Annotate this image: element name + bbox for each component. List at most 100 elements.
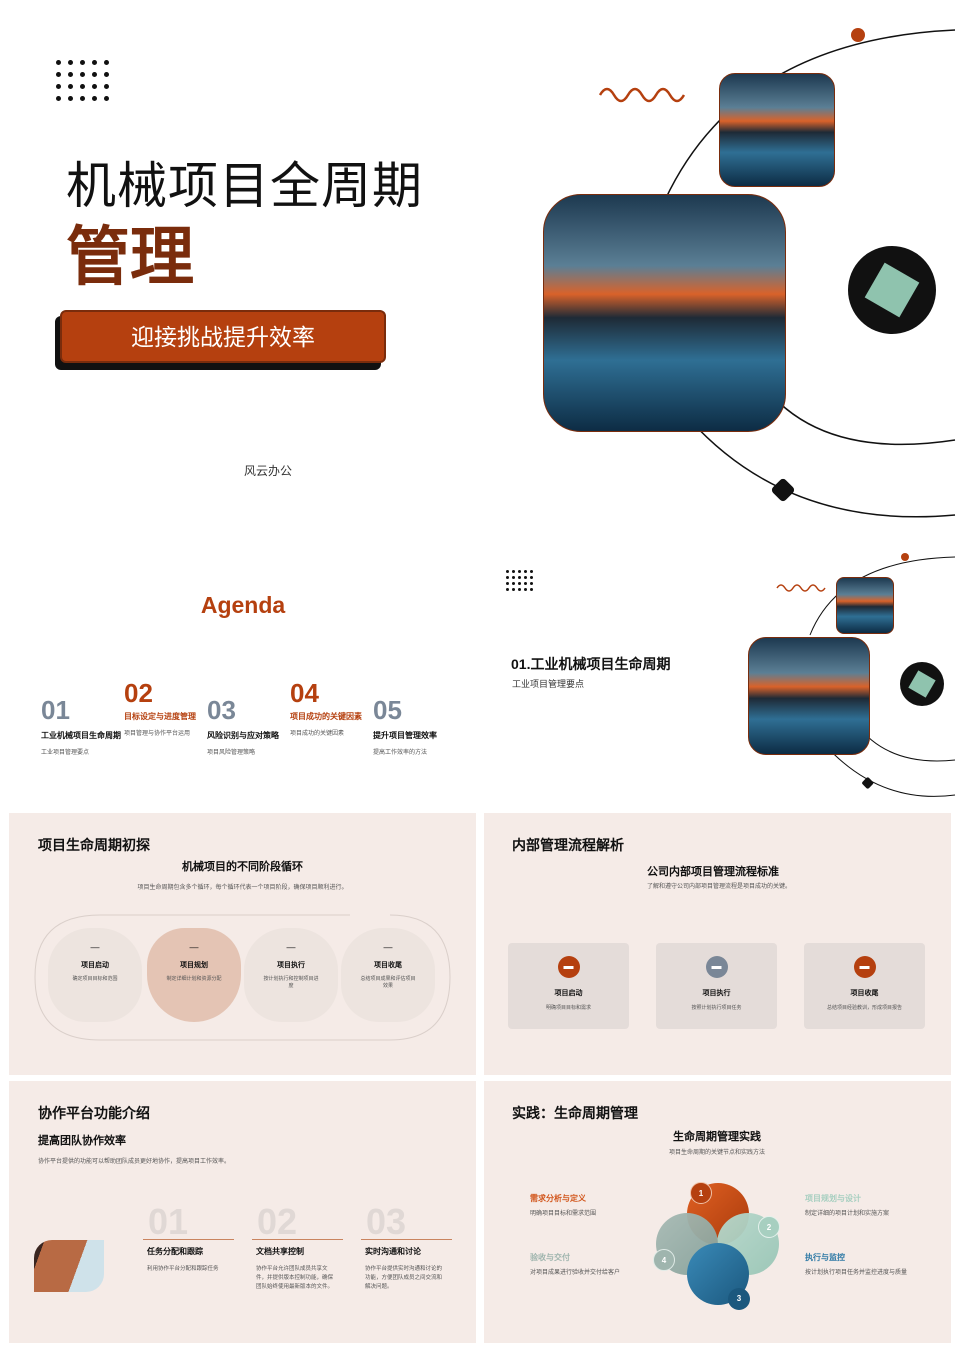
section-decoration	[776, 553, 956, 797]
agenda-num: 02	[124, 678, 153, 708]
dot-grid-decoration	[56, 60, 109, 101]
sofa-icon: ▬	[705, 956, 728, 978]
practice-desc: 明确项目目标和需求范围	[530, 1211, 597, 1217]
process-card-execution[interactable]: ▬ 项目执行 按照计划执行项目任务	[656, 943, 777, 1029]
process-card-title: 项目收尾	[850, 990, 879, 997]
collab-num: 01	[148, 1201, 189, 1242]
practice-desc: 对项目成果进行验收并交付给客户	[530, 1270, 621, 1276]
agenda-item-sub: 提高工作效率的方法	[373, 750, 428, 756]
practice-title: 执行与监控	[805, 1253, 845, 1262]
building-photo	[34, 1240, 104, 1292]
slide-heading: 机械项目的不同阶段循环	[182, 861, 303, 873]
collab-item-03: 03 实时沟通和讨论 协作平台提供实时沟通和讨论的功能，方便团队成员之间交流和解…	[361, 1201, 452, 1292]
practice-item-1: 需求分析与定义明确项目目标和需求范围	[530, 1193, 596, 1217]
slide-desc: 项目生命周期的关键节点和实践方法	[668, 1150, 765, 1156]
orbit-dot	[851, 28, 865, 42]
section-subtitle: 工业项目管理要点	[512, 679, 585, 689]
factory-photo-large	[543, 194, 786, 432]
collab-item-01: 01 任务分配和跟踪 利用协作平台分配和跟踪任务	[143, 1201, 234, 1274]
slide-collab	[9, 1081, 476, 1343]
wave-decoration	[598, 87, 686, 103]
cover-title-accent: 管理	[66, 221, 194, 293]
agenda-item-sub: 项目成功的关键因素	[290, 731, 345, 737]
stage-desc: 总结项目成果和评估项目效果	[360, 976, 416, 989]
cover-author: 风云办公	[244, 464, 293, 478]
slide-desc: 了解和遵守公司内部项目管理流程是项目成功的关键。	[647, 884, 792, 890]
collab-num: 03	[366, 1201, 407, 1242]
orbit-line	[689, 419, 956, 518]
agenda-item-05[interactable]: 05 提升项目管理效率 提高工作效率的方法	[373, 695, 437, 756]
agenda-item-03[interactable]: 03 风险识别与应对策略 项目风险管理策略	[207, 695, 279, 756]
practice-item-3: 执行与监控按计划执行项目任务并监控进度与质量	[805, 1252, 907, 1276]
agenda-num: 03	[207, 695, 236, 725]
collab-title: 实时沟通和讨论	[365, 1247, 421, 1256]
agenda-num: 04	[290, 678, 319, 708]
slide-heading: 公司内部项目管理流程标准	[647, 866, 779, 878]
collab-desc: 协作平台提供实时沟通和讨论的功能，方便团队成员之间交流和解决问题。	[365, 1266, 443, 1290]
stage-title: 项目启动	[81, 962, 109, 969]
agenda-item-title: 提升项目管理效率	[373, 731, 437, 740]
process-card-desc: 按照计划执行项目任务	[691, 1005, 742, 1011]
practice-title: 验收与交付	[530, 1253, 570, 1262]
stage-project-planning[interactable]: —项目规划制定详细计划和资源分配	[147, 928, 241, 1022]
stage-desc: 确定项目目标和范围	[72, 976, 118, 982]
agenda-num: 01	[41, 695, 70, 725]
slide-title: 内部管理流程解析	[512, 837, 624, 853]
badge-1: 1	[690, 1182, 712, 1204]
collab-desc: 协作平台允许团队成员共享文件，并提供版本控制功能，确保团队始终使用最新版本的文件…	[256, 1266, 334, 1290]
agenda-item-sub: 项目管理与协作平台运用	[124, 731, 191, 737]
collab-title: 任务分配和跟踪	[147, 1247, 203, 1256]
agenda-item-04[interactable]: 04 项目成功的关键因素 项目成功的关键因素	[290, 678, 362, 737]
agenda-item-title: 目标设定与进度管理	[124, 712, 196, 721]
collab-desc: 利用协作平台分配和跟踪任务	[147, 1266, 219, 1272]
process-card-desc: 总结项目经验教训，形成项目报告	[826, 1005, 902, 1011]
badge-3: 3	[728, 1288, 750, 1310]
process-card-start[interactable]: ▬ 项目启动 明确项目目标和需求	[508, 943, 629, 1029]
dot-grid-decoration	[506, 570, 533, 591]
cover-cta-button[interactable]: 迎接挑战提升效率	[60, 310, 386, 363]
factory-photo-small	[719, 73, 835, 187]
process-card-desc: 明确项目目标和需求	[545, 1005, 591, 1011]
badge-4: 4	[653, 1249, 675, 1271]
process-card-title: 项目执行	[702, 990, 731, 997]
stage-desc: 制定详细计划和资源分配	[166, 976, 222, 982]
slide-title: 项目生命周期初探	[38, 837, 150, 853]
collab-num: 02	[257, 1201, 298, 1242]
stage-title: 项目执行	[277, 962, 305, 969]
agenda-title: Agenda	[200, 592, 286, 618]
slide-title: 协作平台功能介绍	[38, 1105, 150, 1121]
process-card-title: 项目启动	[554, 990, 583, 997]
section-title: 01.工业机械项目生命周期	[511, 656, 671, 672]
stage-desc: 按计划执行和控制项目进度	[263, 976, 319, 989]
badge-2: 2	[758, 1216, 780, 1238]
agenda-item-title: 工业机械项目生命周期	[41, 731, 121, 740]
sofa-icon: ▬	[853, 956, 876, 978]
collab-title: 文档共享控制	[256, 1247, 304, 1256]
stage-title: 项目收尾	[374, 962, 402, 969]
factory-photo-large	[748, 637, 870, 755]
slide-desc: 项目生命周期包含多个循环，每个循环代表一个项目阶段，确保项目顺利进行。	[137, 885, 348, 891]
practice-desc: 制定详细的项目计划和实施方案	[805, 1211, 890, 1217]
practice-desc: 按计划执行项目任务并监控进度与质量	[805, 1270, 908, 1276]
practice-title: 需求分析与定义	[530, 1194, 586, 1203]
collab-item-02: 02 文档共享控制 协作平台允许团队成员共享文件，并提供版本控制功能，确保团队始…	[252, 1201, 343, 1292]
slide-title: 实践：生命周期管理	[512, 1105, 638, 1121]
practice-title: 项目规划与设计	[805, 1194, 861, 1203]
practice-item-4: 验收与交付对项目成果进行验收并交付给客户	[530, 1252, 620, 1276]
agenda-item-02[interactable]: 02 目标设定与进度管理 项目管理与协作平台运用	[124, 678, 196, 737]
agenda-item-title: 项目成功的关键因素	[290, 712, 362, 721]
practice-item-2: 项目规划与设计制定详细的项目计划和实施方案	[805, 1193, 889, 1217]
cover-title: 机械项目全周期	[66, 158, 423, 214]
slide-desc: 协作平台提供的功能可以帮助团队成员更好地协作，提高项目工作效率。	[38, 1159, 231, 1165]
agenda-num: 05	[373, 695, 402, 725]
process-card-closing[interactable]: ▬ 项目收尾 总结项目经验教训，形成项目报告	[804, 943, 925, 1029]
slide-heading: 生命周期管理实践	[673, 1131, 761, 1143]
agenda-item-01[interactable]: 01 工业机械项目生命周期 工业项目管理要点	[41, 695, 121, 756]
diamond-icon	[771, 478, 795, 502]
stage-project-start[interactable]: —项目启动确定项目目标和范围	[48, 928, 142, 1022]
stage-project-closing[interactable]: —项目收尾总结项目成果和评估项目效果	[341, 928, 435, 1022]
stage-project-execution[interactable]: —项目执行按计划执行和控制项目进度	[244, 928, 338, 1022]
slide-heading: 提高团队协作效率	[38, 1135, 126, 1147]
diamond-icon	[864, 262, 920, 318]
stage-title: 项目规划	[180, 962, 208, 969]
